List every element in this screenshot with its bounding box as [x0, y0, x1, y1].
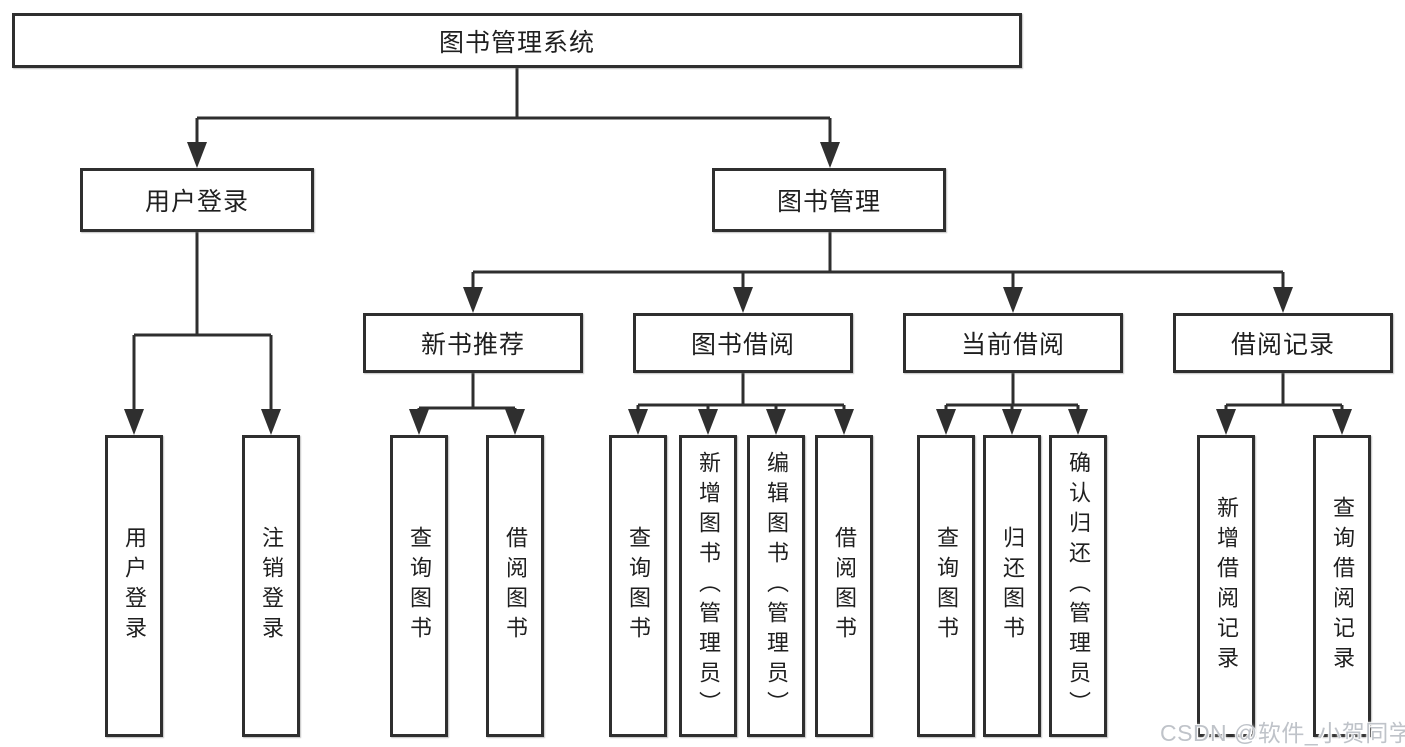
connector-root-to-level2: [187, 68, 840, 168]
arrowhead-icon: [261, 409, 281, 435]
arrowhead-icon: [698, 409, 718, 435]
node-label: 图书管理: [776, 188, 881, 216]
node-label: 注销登录: [259, 526, 284, 646]
arrowhead-icon: [463, 287, 483, 313]
node-leaf-query-borrow-record: 查询借阅记录: [1313, 435, 1371, 737]
node-leaf-user-login: 用户登录: [105, 435, 163, 737]
node-label: 查询图书: [626, 526, 651, 646]
node-library-system: 图书管理系统: [12, 13, 1022, 68]
arrowhead-icon: [1003, 287, 1023, 313]
node-leaf-edit-book-admin: 编辑图书（管理员）: [747, 435, 805, 737]
connector-book-borrow-to-leaves: [628, 373, 854, 435]
connector-current-borrow-to-leaves: [936, 373, 1088, 435]
node-label: 用户登录: [144, 188, 249, 216]
arrowhead-icon: [1068, 409, 1088, 435]
node-label: 查询图书: [407, 526, 432, 646]
node-borrow-record: 借阅记录: [1173, 313, 1393, 373]
node-label: 新书推荐: [420, 331, 525, 359]
arrowhead-icon: [733, 287, 753, 313]
arrowhead-icon: [187, 142, 207, 168]
node-label: 借阅记录: [1230, 331, 1335, 359]
node-label: 编辑图书（管理员）: [764, 451, 789, 721]
connector-book-management-to-level3: [463, 232, 1293, 313]
node-label: 查询图书: [934, 526, 959, 646]
node-leaf-logout: 注销登录: [242, 435, 300, 737]
connector-borrow-record-to-leaves: [1216, 373, 1352, 435]
node-leaf-borrow-book-recommend: 借阅图书: [486, 435, 544, 737]
node-label: 用户登录: [122, 526, 147, 646]
node-leaf-query-book-current: 查询图书: [917, 435, 975, 737]
watermark: CSDN @软件_小贺同学: [1160, 720, 1405, 746]
arrowhead-icon: [1216, 409, 1236, 435]
node-leaf-query-book-recommend: 查询图书: [390, 435, 448, 737]
arrowhead-icon: [766, 409, 786, 435]
node-label: 新增借阅记录: [1214, 496, 1239, 676]
node-leaf-confirm-return-admin: 确认归还（管理员）: [1049, 435, 1107, 737]
node-leaf-add-borrow-record: 新增借阅记录: [1197, 435, 1255, 737]
node-leaf-return-book: 归还图书: [983, 435, 1041, 737]
node-leaf-add-book-admin: 新增图书（管理员）: [679, 435, 737, 737]
node-label: 图书管理系统: [438, 28, 595, 57]
arrowhead-icon: [505, 409, 525, 435]
arrowhead-icon: [834, 409, 854, 435]
node-new-book-recommend: 新书推荐: [363, 313, 583, 373]
node-book-management: 图书管理: [712, 168, 946, 232]
node-leaf-query-book-borrow: 查询图书: [609, 435, 667, 737]
node-leaf-borrow-book: 借阅图书: [815, 435, 873, 737]
node-label: 归还图书: [1000, 526, 1025, 646]
node-book-borrow: 图书借阅: [633, 313, 853, 373]
connector-new-book-recommend-to-leaves: [409, 373, 525, 435]
arrowhead-icon: [1002, 409, 1022, 435]
node-current-borrow: 当前借阅: [903, 313, 1123, 373]
arrowhead-icon: [124, 409, 144, 435]
node-label: 新增图书（管理员）: [696, 451, 721, 721]
node-label: 图书借阅: [690, 331, 795, 359]
arrowhead-icon: [1332, 409, 1352, 435]
arrowhead-icon: [1273, 287, 1293, 313]
arrowhead-icon: [820, 142, 840, 168]
arrowhead-icon: [936, 409, 956, 435]
arrowhead-icon: [628, 409, 648, 435]
node-label: 借阅图书: [832, 526, 857, 646]
connector-user-login-to-leaves: [124, 232, 281, 435]
arrowhead-icon: [409, 409, 429, 435]
node-user-login: 用户登录: [80, 168, 314, 232]
node-label: 借阅图书: [503, 526, 528, 646]
node-label: 查询借阅记录: [1330, 496, 1355, 676]
node-label: 确认归还（管理员）: [1066, 451, 1091, 721]
node-label: 当前借阅: [960, 331, 1065, 359]
